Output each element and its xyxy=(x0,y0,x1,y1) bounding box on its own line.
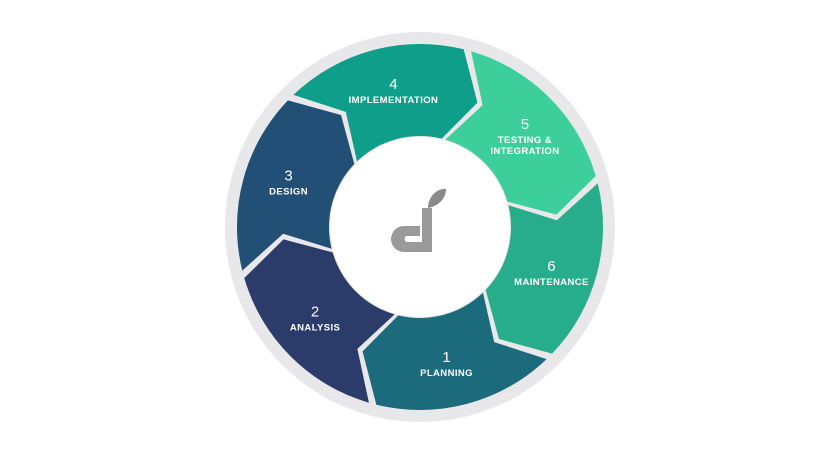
step-label-analysis: ANALYSIS xyxy=(290,323,340,334)
leaf-d-logo-icon xyxy=(391,188,446,252)
step-number-planning: 1 xyxy=(442,349,450,366)
segment-implementation xyxy=(293,43,478,162)
step-label-testing: INTEGRATION xyxy=(490,146,559,157)
segment-maintenance xyxy=(485,183,604,354)
segment-analysis xyxy=(244,239,395,403)
step-label-maintenance: MAINTENANCE xyxy=(514,277,589,288)
segment-planning xyxy=(362,292,547,411)
step-label-implementation: IMPLEMENTATION xyxy=(349,95,439,106)
segment-design xyxy=(236,100,355,271)
step-number-implementation: 4 xyxy=(389,76,397,93)
segment-testing xyxy=(445,51,596,215)
step-number-testing: 5 xyxy=(521,116,529,133)
step-label-design: DESIGN xyxy=(269,186,308,197)
step-number-design: 3 xyxy=(284,167,292,184)
step-number-analysis: 2 xyxy=(311,304,319,321)
step-label-planning: PLANNING xyxy=(420,368,473,379)
step-number-maintenance: 6 xyxy=(547,258,555,275)
logo-leaf-shape xyxy=(428,188,446,208)
logo-d-shape xyxy=(391,208,432,252)
step-label-testing: TESTING & xyxy=(498,135,552,146)
